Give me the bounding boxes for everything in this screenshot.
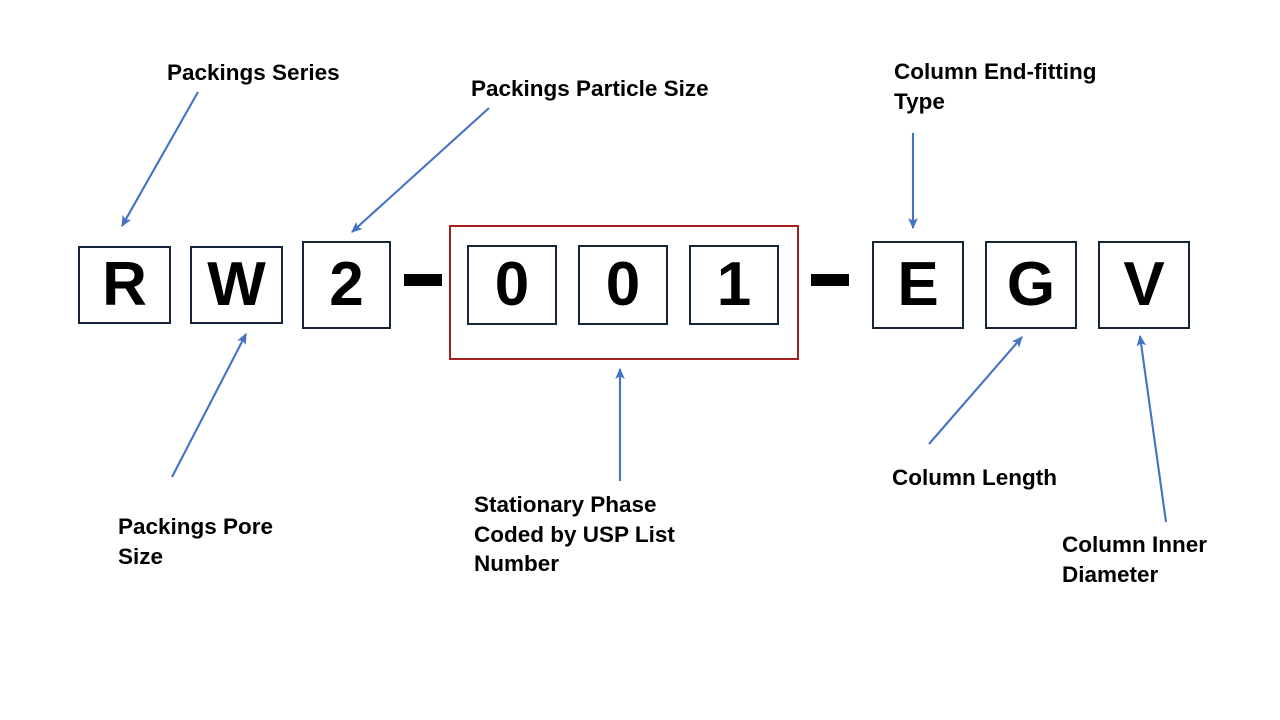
code-char-g: G — [1006, 250, 1056, 319]
code-box-char-r: R — [78, 246, 171, 324]
code-char-v: V — [1123, 250, 1165, 319]
arrow-packings-series — [121, 91, 199, 227]
code-box-char-w: W — [190, 246, 283, 324]
code-box-char-v: V — [1098, 241, 1190, 329]
arrow-packings-pore-size — [171, 333, 247, 478]
code-char-0a: 0 — [494, 250, 530, 319]
code-char-r: R — [102, 250, 147, 319]
callout-packings-particle-size: Packings Particle Size — [471, 76, 709, 101]
arrow-packings-particle-size — [351, 107, 490, 233]
callout-stationary-phase-usp: Stationary Phase Coded by USP List Numbe… — [474, 492, 675, 577]
callout-column-end-fitting-type: Column End-fitting Type — [894, 59, 1097, 114]
callout-column-length: Column Length — [892, 465, 1057, 490]
separator-2 — [811, 274, 849, 286]
code-box-char-e: E — [872, 241, 964, 329]
code-char-e: E — [897, 250, 939, 319]
code-box-char-g: G — [985, 241, 1077, 329]
code-box-char-0b: 0 — [578, 245, 668, 325]
code-box-char-1: 1 — [689, 245, 779, 325]
separator-1 — [404, 274, 442, 286]
code-char-1: 1 — [716, 250, 752, 319]
callout-packings-series: Packings Series — [167, 60, 340, 85]
arrow-column-inner-diameter — [1136, 334, 1168, 523]
code-box-char-2: 2 — [302, 241, 391, 329]
code-box-char-0a: 0 — [467, 245, 557, 325]
code-char-w: W — [207, 250, 266, 319]
arrow-column-length — [928, 336, 1023, 445]
callout-column-inner-diameter: Column Inner Diameter — [1062, 532, 1207, 587]
code-char-0b: 0 — [605, 250, 641, 319]
usp-segment-highlight-frame — [449, 225, 799, 360]
code-char-2: 2 — [329, 250, 364, 319]
callout-packings-pore-size: Packings Pore Size — [118, 514, 274, 569]
